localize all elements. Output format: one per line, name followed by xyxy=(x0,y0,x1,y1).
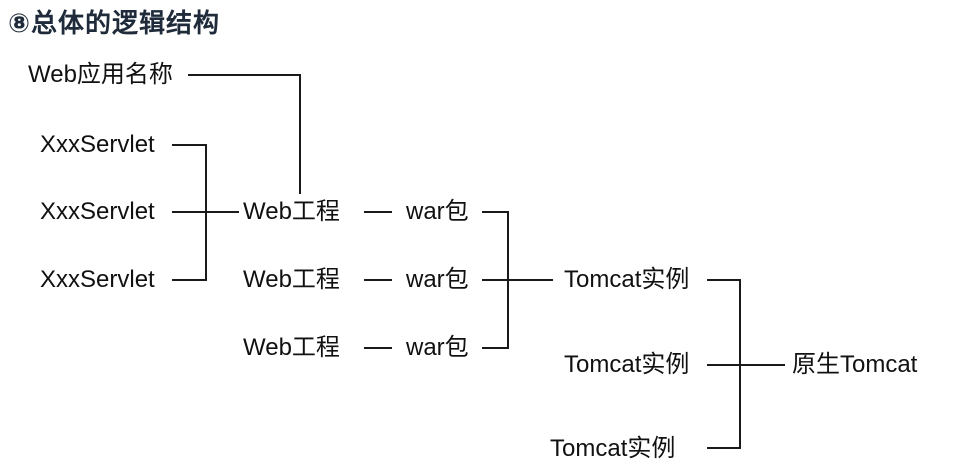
node-native-tomcat: 原生Tomcat xyxy=(792,351,918,378)
node-xxxservlet-1: XxxServlet xyxy=(40,131,155,158)
node-web-app-name: Web应用名称 xyxy=(28,61,173,88)
node-war-package-3: war包 xyxy=(406,334,469,361)
node-tomcat-instance-2: Tomcat实例 xyxy=(564,351,690,378)
connector-webappname-to-webproject1 xyxy=(188,74,301,194)
node-web-project-3: Web工程 xyxy=(243,334,340,361)
node-tomcat-instance-1: Tomcat实例 xyxy=(564,266,690,293)
node-xxxservlet-2: XxxServlet xyxy=(40,198,155,225)
page-title: ⑧总体的逻辑结构 xyxy=(8,8,221,38)
node-war-package-1: war包 xyxy=(406,198,469,225)
node-xxxservlet-3: XxxServlet xyxy=(40,266,155,293)
node-tomcat-instance-3: Tomcat实例 xyxy=(550,435,676,462)
node-web-project-2: Web工程 xyxy=(243,266,340,293)
node-war-package-2: war包 xyxy=(406,266,469,293)
node-web-project-1: Web工程 xyxy=(243,198,340,225)
